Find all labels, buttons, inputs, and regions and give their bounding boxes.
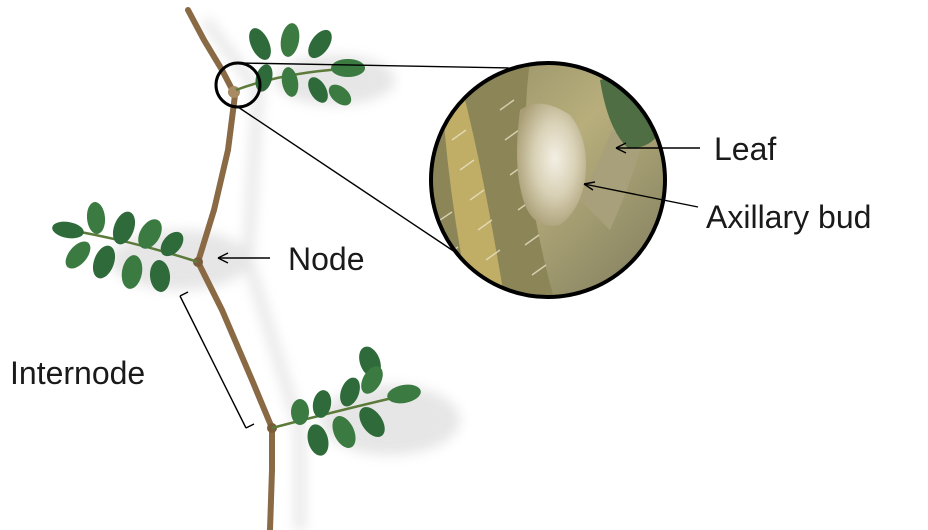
zoom-callout (216, 62, 670, 302)
node-top (228, 86, 240, 98)
axillary-bud-label: Axillary bud (706, 199, 871, 235)
zoom-connector-bottom (238, 107, 455, 252)
internode-label: Internode (10, 355, 145, 391)
stem-segment-bottom (270, 428, 272, 530)
node-label: Node (288, 241, 365, 277)
leaf-label: Leaf (714, 131, 776, 167)
